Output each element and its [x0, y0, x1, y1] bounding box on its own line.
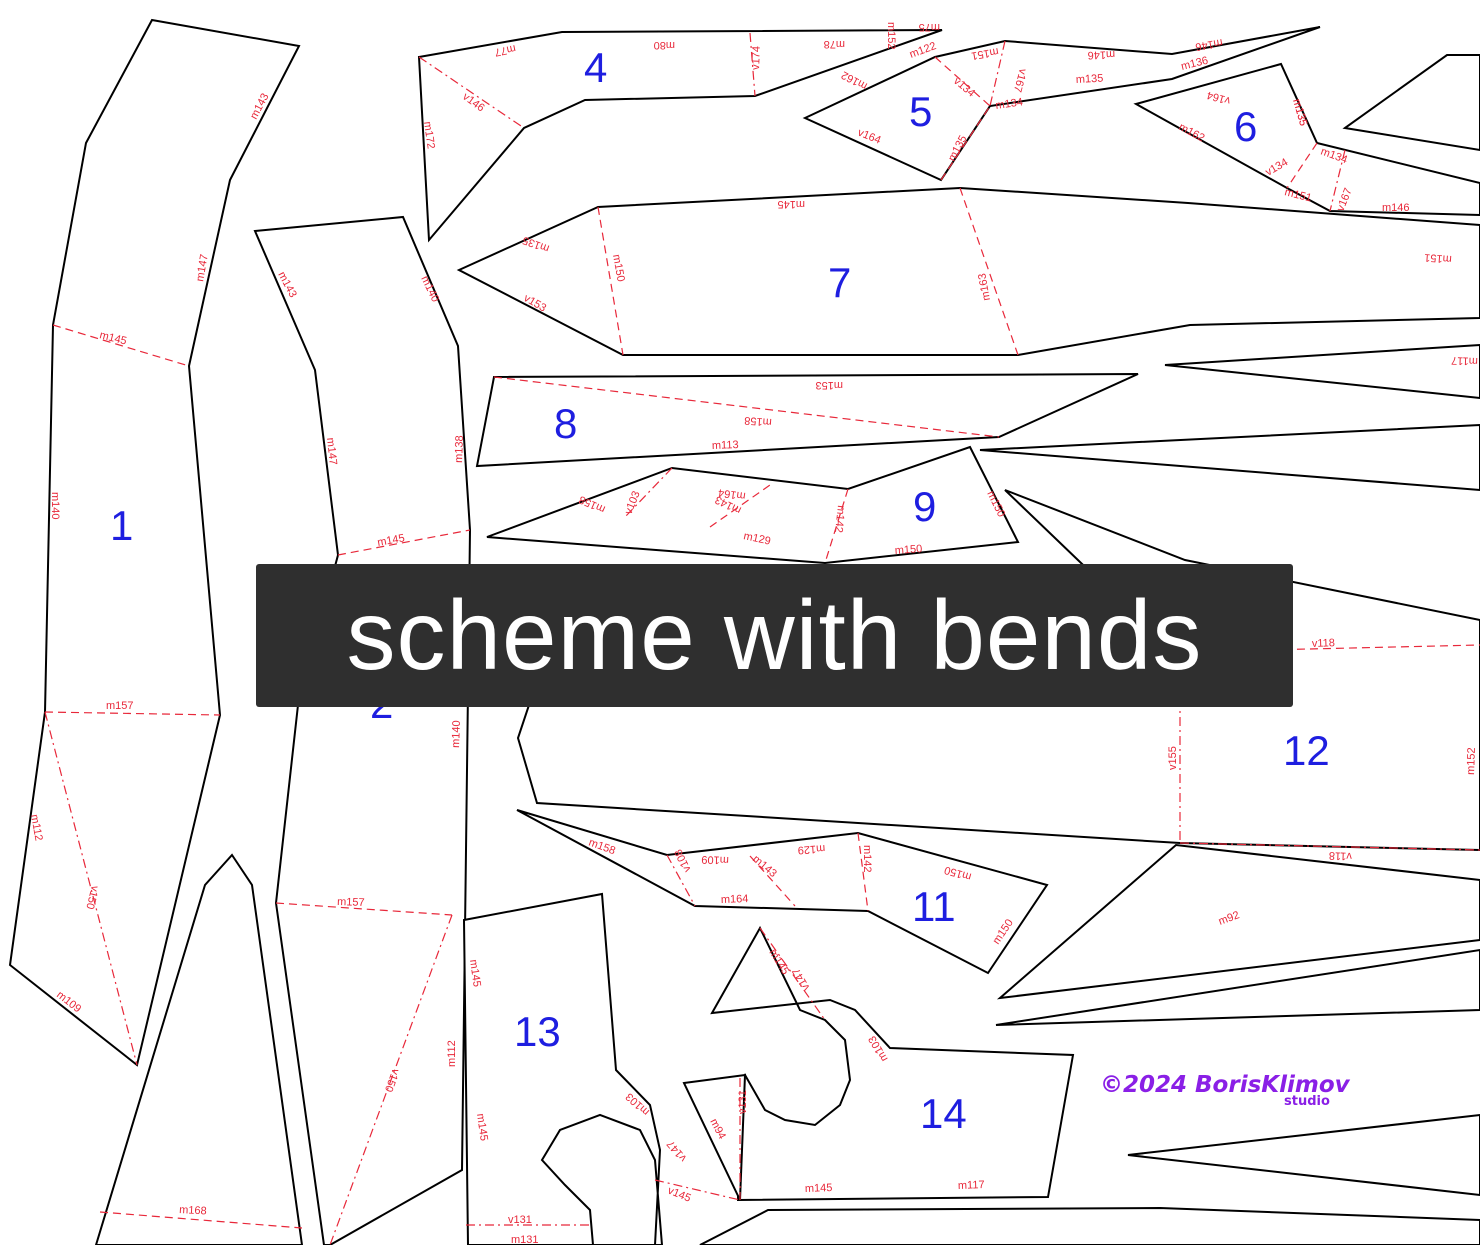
fold-label: v118 — [1329, 849, 1352, 862]
part-number-14: 14 — [920, 1090, 967, 1137]
fold-label: m138 — [453, 435, 466, 463]
fold-label: m112 — [28, 813, 44, 841]
piece-long-d-outline — [995, 948, 1480, 1026]
fold-label: m117 — [958, 1179, 985, 1192]
fold-label: v155 — [1167, 746, 1179, 770]
fold-label: m75 — [919, 21, 940, 33]
fold-label: m146 — [1194, 36, 1223, 53]
fold-label: m145 — [474, 1113, 490, 1142]
fold-label: m151 — [970, 45, 999, 62]
fold-label: m146 — [1087, 48, 1115, 61]
fold-label: m142 — [832, 505, 847, 534]
fold-label: m168 — [179, 1204, 207, 1217]
logo-subtext: studio — [1284, 1094, 1330, 1109]
part-number-11: 11 — [912, 883, 956, 930]
fold-label: m140 — [450, 720, 463, 748]
fold-label: v118 — [1312, 637, 1335, 650]
fold-label: v145 — [666, 1185, 693, 1205]
fold-label: m163 — [976, 272, 993, 301]
fold-label: m153 — [815, 379, 843, 391]
part-number-5: 5 — [909, 88, 932, 135]
fold-label: m152 — [1465, 747, 1478, 775]
piece-14-outline — [710, 925, 1075, 1202]
fold-label: m151 — [1424, 251, 1452, 265]
fold-label: m145 — [467, 959, 483, 988]
fold-label: v147 — [790, 966, 812, 993]
fold-label: m131 — [511, 1234, 539, 1245]
part-number-4: 4 — [584, 44, 607, 91]
fold-label: v131 — [508, 1214, 532, 1226]
fold-label: m113 — [712, 439, 739, 452]
fold-label: m147 — [324, 437, 339, 466]
fold-label: m135 — [1076, 73, 1104, 86]
fold-label: m145 — [777, 198, 805, 210]
fold-label: m142 — [861, 845, 873, 873]
fold-label: m129 — [797, 842, 825, 856]
fold-label: m117 — [1451, 354, 1478, 367]
part-number-12: 12 — [1283, 727, 1330, 774]
piece-11-outline — [516, 809, 1049, 975]
fold-label: m134 — [995, 96, 1024, 112]
piece-2-outline — [253, 215, 472, 1245]
piece-long-c-outline — [996, 843, 1480, 1000]
fold-label: m77 — [493, 42, 516, 58]
piece-9-outline — [486, 445, 1020, 565]
fold-label: m172 — [421, 121, 437, 150]
fold-label: v150 — [83, 884, 100, 910]
piece-7-outline — [456, 186, 1480, 356]
piece-long-b-outline — [979, 423, 1480, 492]
caption-banner: scheme with bends — [256, 564, 1293, 707]
fold-label: v167 — [1011, 67, 1029, 93]
part-number-9: 9 — [913, 483, 936, 530]
fold-label: m145 — [805, 1182, 833, 1195]
fold-label: v147 — [665, 1138, 690, 1164]
piece-14-tab-outline — [682, 1073, 747, 1201]
part-number-7: 7 — [828, 259, 851, 306]
caption-text: scheme with bends — [346, 580, 1203, 690]
fold-label: m147 — [194, 253, 211, 282]
piece-long-e-outline — [1127, 1113, 1480, 1197]
fold-label: m158 — [744, 414, 772, 428]
piece-bottom-outline — [699, 1206, 1480, 1245]
piece-long-a-outline — [1164, 343, 1480, 400]
piece-right-a-outline — [1342, 54, 1480, 152]
fold-label: m157 — [337, 896, 365, 909]
part-number-6: 6 — [1234, 103, 1257, 150]
fold-label: m152 — [885, 22, 897, 50]
piece-under-1-outline — [94, 853, 304, 1245]
part-number-13: 13 — [514, 1008, 561, 1055]
studio-logo: ©2024 BorisKlimov studio — [1100, 1072, 1351, 1109]
logo-text: ©2024 BorisKlimov — [1100, 1072, 1351, 1098]
fold-label: m157 — [106, 700, 134, 712]
fold-label: m80 — [654, 39, 675, 51]
fold-label: v131 — [737, 1090, 749, 1114]
fold-label: m164 — [717, 486, 746, 502]
part-number-1: 1 — [110, 502, 133, 549]
fold-label: m146 — [1382, 202, 1410, 214]
fold-label: m150 — [894, 543, 922, 557]
fold-label: m145 — [376, 532, 405, 549]
fold-label: m140 — [49, 492, 61, 520]
fold-label: m150 — [610, 253, 627, 282]
fold-label: m162 — [839, 68, 869, 92]
fold-label: m78 — [824, 38, 845, 50]
fold-label: m109 — [701, 853, 729, 866]
piece-13-outline — [462, 892, 664, 1245]
fold-label: v174 — [750, 46, 763, 70]
part-number-8: 8 — [554, 400, 577, 447]
piece-6-outline — [1133, 62, 1480, 217]
fold-label: m164 — [721, 893, 749, 906]
fold-label: m129 — [742, 530, 771, 547]
piece-4-outline — [417, 29, 943, 243]
fold-label: m112 — [446, 1040, 458, 1067]
